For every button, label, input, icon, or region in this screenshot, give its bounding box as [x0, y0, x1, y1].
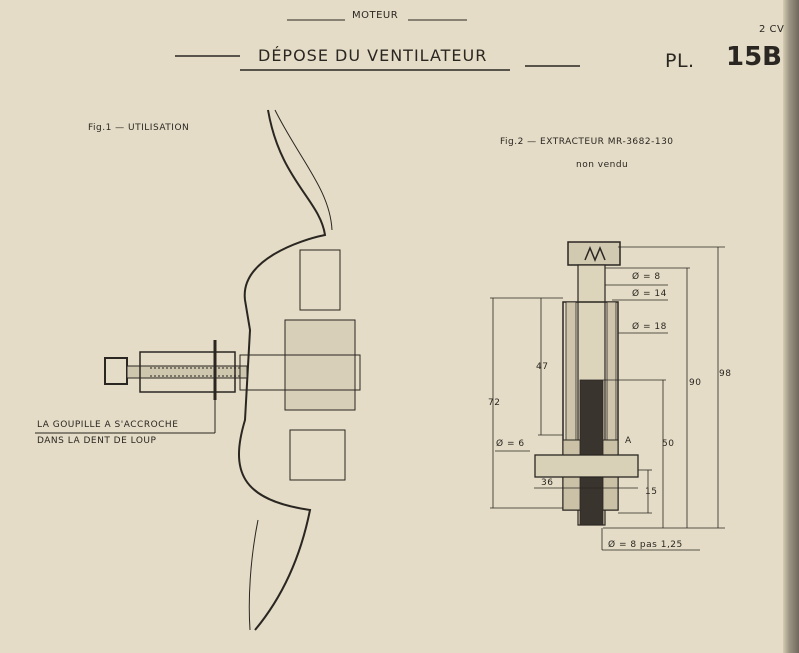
- fig1-note-line2: DANS LA DENT DE LOUP: [37, 436, 157, 446]
- dim-36: 36: [541, 478, 554, 488]
- pin-a-label: A: [625, 436, 632, 446]
- plate-number: 15B: [726, 42, 782, 72]
- dim-50: 50: [662, 439, 675, 449]
- model-label: 2 CV: [759, 24, 785, 35]
- threaded-section: [579, 379, 604, 526]
- dim-90: 90: [689, 378, 702, 388]
- dim-d8: Ø = 8: [632, 272, 661, 282]
- fig1-note-line1: LA GOUPILLE A S'ACCROCHE: [37, 420, 179, 430]
- plate-prefix: PL.: [665, 50, 695, 72]
- dim-98: 98: [719, 369, 732, 379]
- dim-d14: Ø = 14: [632, 289, 667, 299]
- fig1-drawing: [35, 109, 361, 631]
- fig1-caption: Fig.1 — UTILISATION: [88, 123, 190, 133]
- dim-15: 15: [645, 487, 658, 497]
- fig2-caption: Fig.2 — EXTRACTEUR MR-3682-130: [500, 137, 674, 147]
- fig2-subcaption: non vendu: [576, 160, 629, 170]
- section-label: MOTEUR: [352, 10, 399, 21]
- bolt-head: [567, 241, 621, 266]
- dim-72: 72: [488, 398, 501, 408]
- dim-thread: Ø = 8 pas 1,25: [608, 540, 683, 550]
- dim-47: 47: [536, 362, 549, 372]
- page-edge-shadow: [783, 0, 799, 653]
- fig2-drawing: [490, 241, 725, 551]
- pin-a: [534, 454, 639, 478]
- dim-d18: Ø = 18: [632, 322, 667, 332]
- dim-d6: Ø = 6: [496, 439, 525, 449]
- page-title: DÉPOSE DU VENTILATEUR: [258, 46, 488, 65]
